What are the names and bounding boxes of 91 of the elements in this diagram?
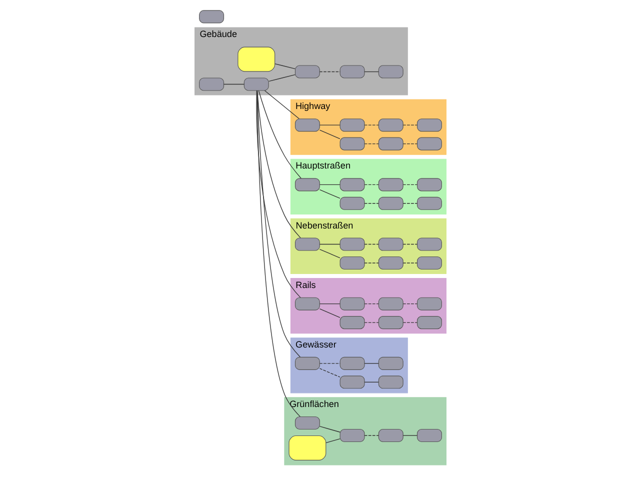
- node-box: [339, 196, 364, 210]
- node-box: [416, 256, 442, 270]
- node-box: [294, 65, 320, 78]
- connector: [402, 262, 417, 264]
- node-box: [378, 137, 403, 150]
- connector: [318, 368, 340, 378]
- connector: [256, 90, 300, 298]
- node-box: [378, 196, 403, 210]
- node-box: [378, 65, 403, 78]
- node-box: [237, 46, 275, 72]
- node-box: [339, 178, 364, 192]
- cluster: Highway: [290, 99, 446, 155]
- cluster: Gebäude: [194, 27, 408, 96]
- connector: [318, 184, 340, 186]
- cluster: Rails: [290, 278, 446, 334]
- node-box: [294, 356, 320, 370]
- cluster: Gewässer: [290, 338, 408, 394]
- connector: [318, 124, 340, 126]
- node-box: [294, 118, 320, 132]
- node-box: [378, 297, 403, 310]
- connector: [274, 63, 295, 70]
- connector: [318, 308, 340, 318]
- connector: [402, 435, 417, 436]
- connector: [318, 426, 340, 432]
- node-box: [339, 118, 364, 132]
- connector: [402, 244, 417, 245]
- connector: [364, 184, 378, 186]
- node-box: [416, 428, 442, 442]
- connector: [364, 363, 378, 364]
- connector: [222, 84, 244, 85]
- node-box: [378, 376, 403, 389]
- connector: [256, 90, 300, 358]
- connector: [318, 130, 340, 140]
- connector: [318, 363, 340, 364]
- node-box: [339, 137, 364, 150]
- connector: [364, 262, 378, 264]
- node-box: [243, 78, 268, 91]
- node-box: [339, 238, 364, 251]
- node-box: [416, 196, 442, 210]
- cluster: Hauptstraßen: [290, 158, 446, 214]
- connector: [402, 124, 417, 126]
- connector: [364, 244, 378, 245]
- node-box: [416, 178, 442, 192]
- node-box: [339, 65, 364, 78]
- connector: [256, 90, 300, 238]
- node-box: [339, 428, 364, 442]
- node-box: [294, 178, 320, 192]
- node-box: [378, 356, 403, 370]
- connector: [318, 189, 340, 199]
- node-box: [288, 435, 326, 460]
- node-box: [416, 118, 442, 132]
- connector: [256, 90, 300, 417]
- node-box: [416, 238, 442, 251]
- node-box: [378, 118, 403, 132]
- node-box: [339, 316, 364, 330]
- node-box: [378, 316, 403, 330]
- node-box: [378, 256, 403, 270]
- node-box: [339, 256, 364, 270]
- node-box: [198, 10, 224, 24]
- node-box: [294, 297, 320, 310]
- connector: [364, 143, 378, 144]
- node-box: [339, 376, 364, 389]
- cluster: Nebenstraßen: [290, 218, 446, 274]
- connector: [318, 71, 340, 72]
- node-box: [416, 297, 442, 310]
- connector: [364, 124, 378, 126]
- node-box: [378, 428, 403, 442]
- node-box: [294, 416, 320, 430]
- connector: [364, 203, 378, 204]
- node-box: [339, 356, 364, 370]
- connector: [318, 248, 340, 258]
- node-box: [416, 137, 442, 150]
- connector: [258, 90, 301, 179]
- cluster: Grünflächen: [284, 397, 446, 466]
- connector: [402, 143, 417, 144]
- connector: [364, 71, 378, 72]
- node-box: [378, 178, 403, 192]
- node-box: [416, 316, 442, 330]
- node-box: [294, 238, 320, 251]
- connector: [364, 322, 378, 323]
- node-box: [339, 297, 364, 310]
- connector: [325, 438, 340, 444]
- connector: [402, 322, 417, 323]
- node-box: [378, 238, 403, 251]
- connector: [318, 244, 340, 245]
- connector: [364, 435, 378, 436]
- connector: [268, 74, 295, 82]
- connector: [402, 184, 417, 186]
- connector: [264, 90, 299, 120]
- connector: [402, 203, 417, 204]
- node-box: [198, 78, 224, 91]
